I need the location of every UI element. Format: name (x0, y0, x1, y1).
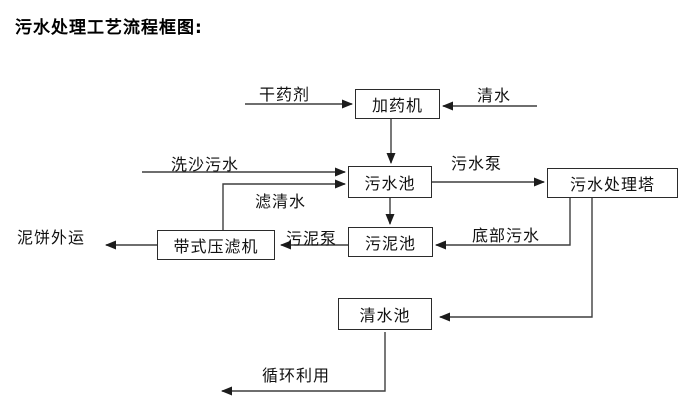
edge-recycling (221, 332, 386, 396)
edge-label-clean-water: 清水 (477, 86, 512, 105)
edge-filtered-water-return (222, 179, 346, 230)
edge-bottom-sewage (435, 198, 571, 250)
node-sludge-pool: 污泥池 (348, 227, 433, 257)
node-dosing-machine: 加药机 (355, 89, 440, 119)
node-clean-water-pool: 清水池 (338, 298, 432, 330)
edge-label-mud-cake-out: 泥饼外运 (17, 228, 86, 247)
node-sewage-pool: 污水池 (348, 166, 432, 198)
edge-label-sewage-pump: 污水泵 (451, 154, 503, 173)
edge-label-filtered-water: 滤清水 (255, 192, 307, 211)
edge-label-bottom-sewage: 底部污水 (472, 226, 541, 245)
edge-tower-to-clean-water-pool (439, 198, 593, 322)
edge-label-dry-chemical: 干药剂 (259, 85, 311, 104)
edge-label-recycling: 循环利用 (262, 366, 331, 385)
edge-label-sludge-pump: 污泥泵 (286, 229, 338, 248)
node-treatment-tower: 污水处理塔 (547, 168, 678, 198)
edge-label-sand-washing-sewage: 洗沙污水 (171, 155, 240, 174)
page-title: 污水处理工艺流程框图: (15, 18, 203, 38)
node-belt-filter-press: 带式压滤机 (157, 230, 275, 260)
